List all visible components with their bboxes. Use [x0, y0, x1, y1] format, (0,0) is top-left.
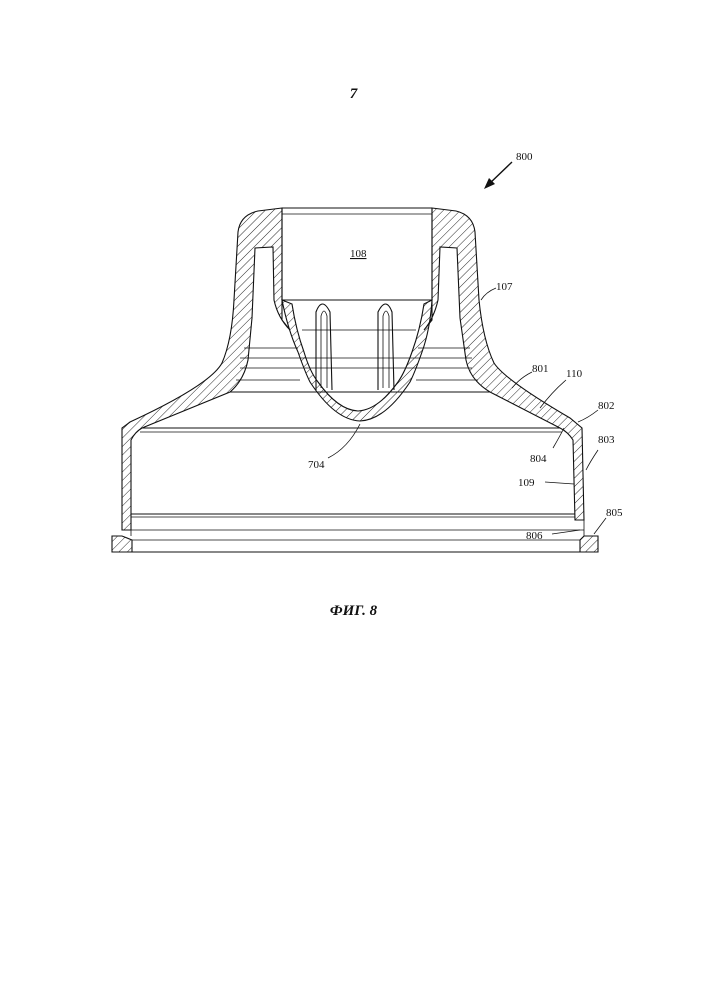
bottom-flange-right — [580, 536, 598, 552]
label-804: 804 — [530, 453, 547, 465]
inner-ribs — [230, 330, 490, 392]
label-109: 109 — [518, 477, 535, 489]
bottom-flange — [112, 536, 132, 552]
label-800: 800 — [516, 151, 533, 163]
label-704: 704 — [308, 459, 325, 471]
assembly-arrow — [484, 162, 512, 189]
label-108: 108 — [350, 248, 367, 260]
label-110: 110 — [566, 368, 583, 380]
label-806: 806 — [526, 530, 543, 542]
label-801: 801 — [532, 363, 549, 375]
label-803: 803 — [598, 434, 615, 446]
dome-wall — [282, 300, 432, 421]
skirt-body — [131, 428, 584, 536]
cap-right-wall — [424, 208, 584, 520]
label-805: 805 — [606, 507, 623, 519]
label-107: 107 — [496, 281, 513, 293]
prongs — [316, 304, 394, 390]
figure-caption: ФИГ. 8 — [0, 603, 707, 620]
cap-left-wall — [122, 208, 290, 530]
label-802: 802 — [598, 400, 615, 412]
